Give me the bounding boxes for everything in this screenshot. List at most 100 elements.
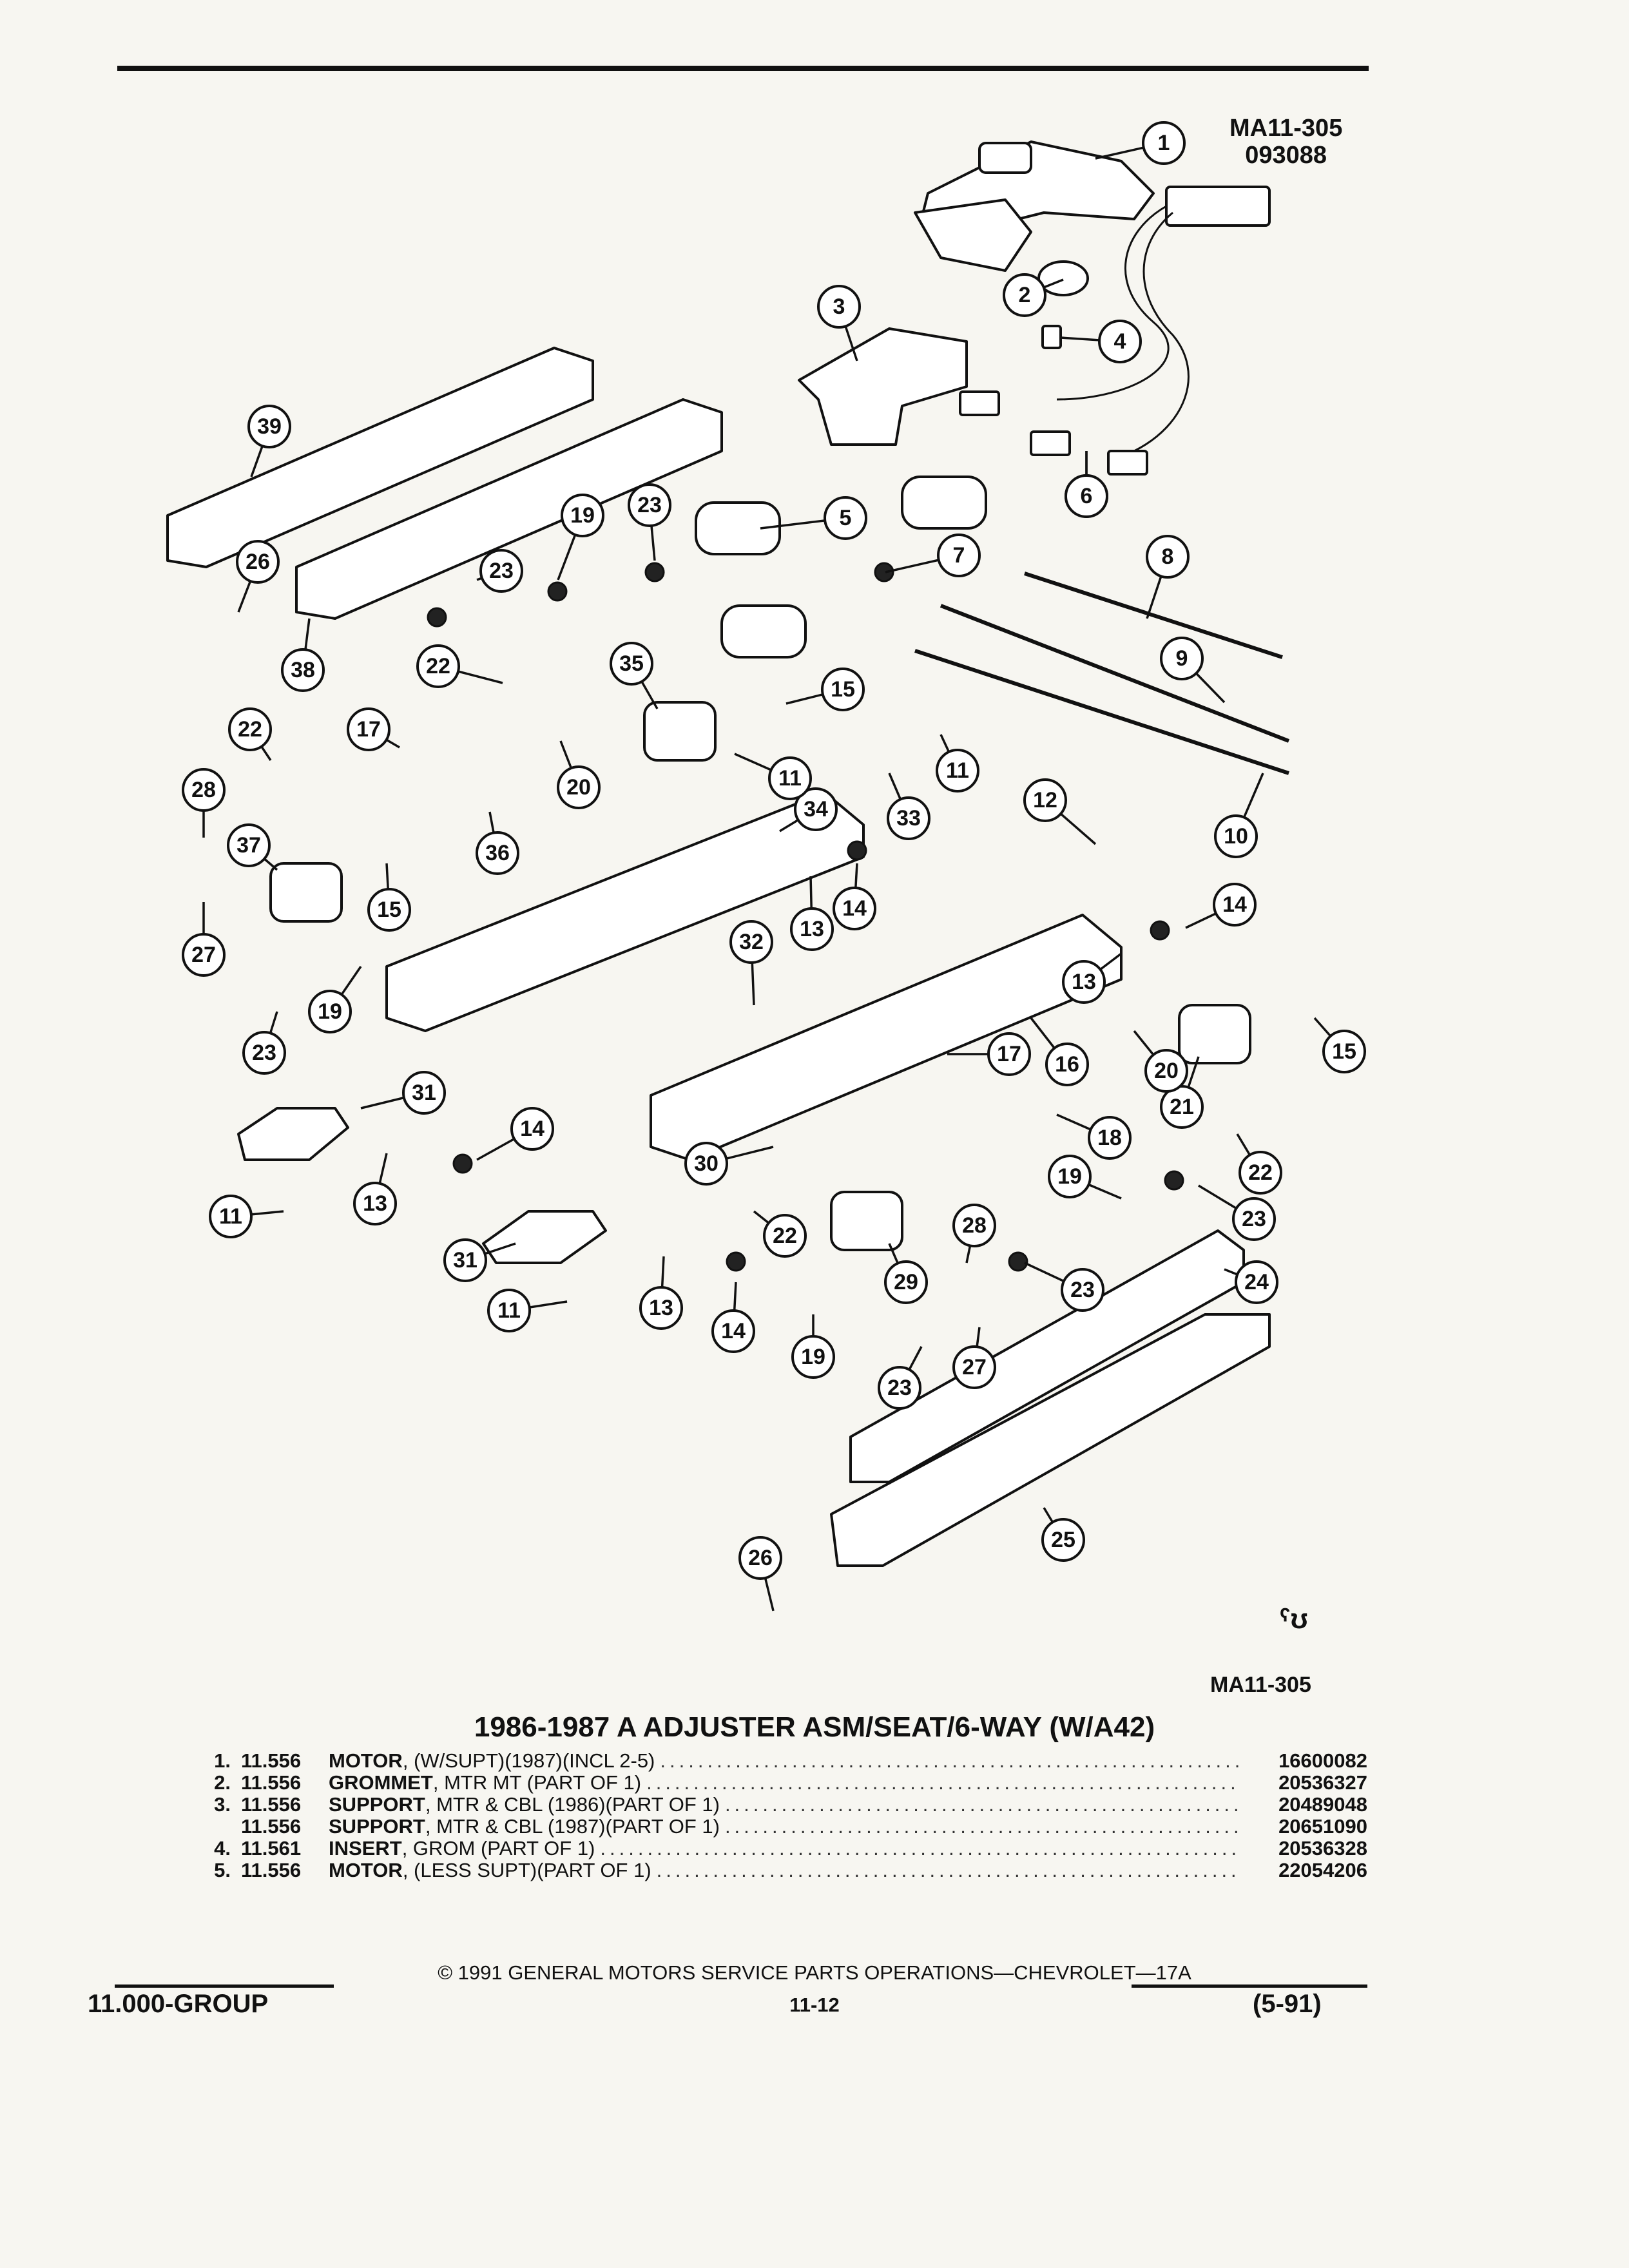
callout-bubble	[1065, 474, 1108, 518]
callout-number: 32	[739, 930, 764, 954]
callout-bubble	[281, 648, 325, 692]
callout-14: 14	[1185, 883, 1257, 929]
part-detail: , GROM (PART OF 1)	[401, 1837, 595, 1860]
parts-row: 3. 11.556 SUPPORT, MTR & CBL (1986)(PART…	[179, 1794, 1367, 1816]
callout-17: 17	[347, 707, 400, 751]
part-name: MOTOR	[329, 1749, 403, 1772]
callout-23: 23	[1198, 1184, 1276, 1241]
callout-22: 22	[1236, 1133, 1282, 1195]
callout-bubble	[1003, 273, 1046, 317]
callout-9: 9	[1160, 637, 1226, 704]
callout-19: 19	[557, 494, 604, 581]
callout-bubble	[1098, 320, 1142, 363]
figure-id: MA11-305 093088	[1229, 115, 1342, 169]
part-group: 11.556	[241, 1859, 302, 1881]
callout-11: 11	[487, 1289, 568, 1332]
callout-bubble	[479, 549, 523, 593]
part-index: 1.	[214, 1749, 231, 1772]
callout-13: 13	[639, 1256, 683, 1330]
callout-bubble	[1146, 535, 1190, 579]
callout-number: 28	[191, 778, 216, 802]
part-name: INSERT	[329, 1837, 402, 1860]
callout-bubble	[476, 831, 519, 875]
part-detail: , (W/SUPT)(1987)(INCL 2-5)	[402, 1749, 655, 1772]
callout-bubble	[794, 787, 838, 831]
callout-number: 6	[1081, 484, 1093, 508]
callout-number: 9	[1176, 646, 1188, 671]
callout-bubble	[1142, 121, 1186, 165]
part-detail: , MTR & CBL (1986)(PART OF 1)	[425, 1793, 720, 1816]
callout-number: 39	[257, 414, 282, 439]
callout-number: 13	[1072, 970, 1096, 994]
footer-copyright: © 1991 GENERAL MOTORS SERVICE PARTS OPER…	[438, 1961, 1191, 1984]
part-index: 4.	[214, 1837, 231, 1860]
callout-bubble	[1048, 1155, 1092, 1198]
parts-row: 11.556 SUPPORT, MTR & CBL (1987)(PART OF…	[179, 1816, 1367, 1838]
callout-bubble	[817, 285, 861, 329]
callout-8: 8	[1146, 535, 1190, 619]
parts-list: 1. 11.556 MOTOR, (W/SUPT)(1987)(INCL 2-5…	[179, 1750, 1367, 1881]
callout-35: 35	[610, 642, 659, 709]
part-group: 11.556	[241, 1815, 302, 1838]
callout-number: 23	[1242, 1207, 1266, 1231]
callout-bubble	[1235, 1260, 1278, 1304]
callout-bubble	[887, 796, 930, 840]
callout-19: 19	[308, 966, 362, 1033]
part-index: 3.	[214, 1793, 231, 1816]
callout-bubble	[1213, 883, 1257, 927]
part-description: SUPPORT, MTR & CBL (1986)(PART OF 1)	[329, 1794, 725, 1816]
callout-bubble	[227, 823, 271, 867]
footer-group: 11.000-GROUP	[88, 1990, 269, 2018]
callout-31: 31	[443, 1238, 516, 1282]
callout-22: 22	[228, 707, 272, 761]
callout-36: 36	[476, 811, 519, 875]
callout-bubble	[791, 1335, 835, 1379]
callout-number: 26	[748, 1546, 773, 1570]
callout-14: 14	[711, 1282, 755, 1353]
part-description: MOTOR, (W/SUPT)(1987)(INCL 2-5)	[329, 1750, 660, 1772]
callout-number: 8	[1162, 544, 1174, 569]
callout-bubble	[182, 933, 226, 977]
callout-bubble	[833, 887, 876, 930]
callout-layer: 1234567891011121314151617181920212223242…	[182, 121, 1366, 1611]
part-description: MOTOR, (LESS SUPT)(PART OF 1)	[329, 1860, 657, 1881]
callout-13: 13	[1062, 952, 1123, 1004]
callout-30: 30	[684, 1142, 774, 1186]
callout-32: 32	[729, 920, 773, 1006]
callout-25: 25	[1041, 1507, 1085, 1562]
parts-row: 2. 11.556 GROMMET, MTR MT (PART OF 1) ..…	[179, 1772, 1367, 1794]
callout-number: 30	[694, 1151, 718, 1176]
callout-bubble	[1239, 1151, 1282, 1195]
callout-bubble	[1160, 637, 1204, 680]
callout-bubble	[684, 1142, 728, 1186]
callout-number: 2	[1019, 283, 1031, 307]
callout-bubble	[1062, 960, 1106, 1004]
callout-20: 20	[557, 740, 601, 809]
callout-number: 27	[191, 943, 216, 967]
callout-bubble	[639, 1286, 683, 1330]
callout-number: 22	[773, 1224, 797, 1248]
callout-number: 23	[252, 1041, 276, 1065]
callout-14: 14	[833, 863, 876, 930]
callout-number: 4	[1114, 329, 1126, 354]
callout-number: 27	[962, 1355, 987, 1379]
callout-bubble	[561, 494, 604, 537]
callout-22: 22	[753, 1210, 807, 1258]
callout-10: 10	[1214, 773, 1264, 858]
callout-number: 20	[566, 775, 591, 800]
callout-bubble	[952, 1345, 996, 1389]
part-description: GROMMET, MTR MT (PART OF 1)	[329, 1772, 646, 1794]
callout-number: 12	[1033, 788, 1057, 812]
callout-number: 37	[236, 833, 261, 858]
part-number: 20651090	[1278, 1815, 1367, 1838]
parts-list-title: 1986-1987 A ADJUSTER ASM/SEAT/6-WAY (W/A…	[474, 1711, 1155, 1743]
callout-bubble	[1061, 1268, 1104, 1312]
part-number: 20536327	[1278, 1771, 1367, 1794]
part-detail: , (LESS SUPT)(PART OF 1)	[402, 1859, 651, 1881]
callout-bubble	[242, 1031, 286, 1075]
callout-number: 24	[1244, 1270, 1269, 1294]
callout-number: 23	[489, 559, 514, 583]
callout-2: 2	[1003, 273, 1064, 317]
callout-24: 24	[1224, 1260, 1278, 1304]
callout-23: 23	[476, 549, 523, 593]
